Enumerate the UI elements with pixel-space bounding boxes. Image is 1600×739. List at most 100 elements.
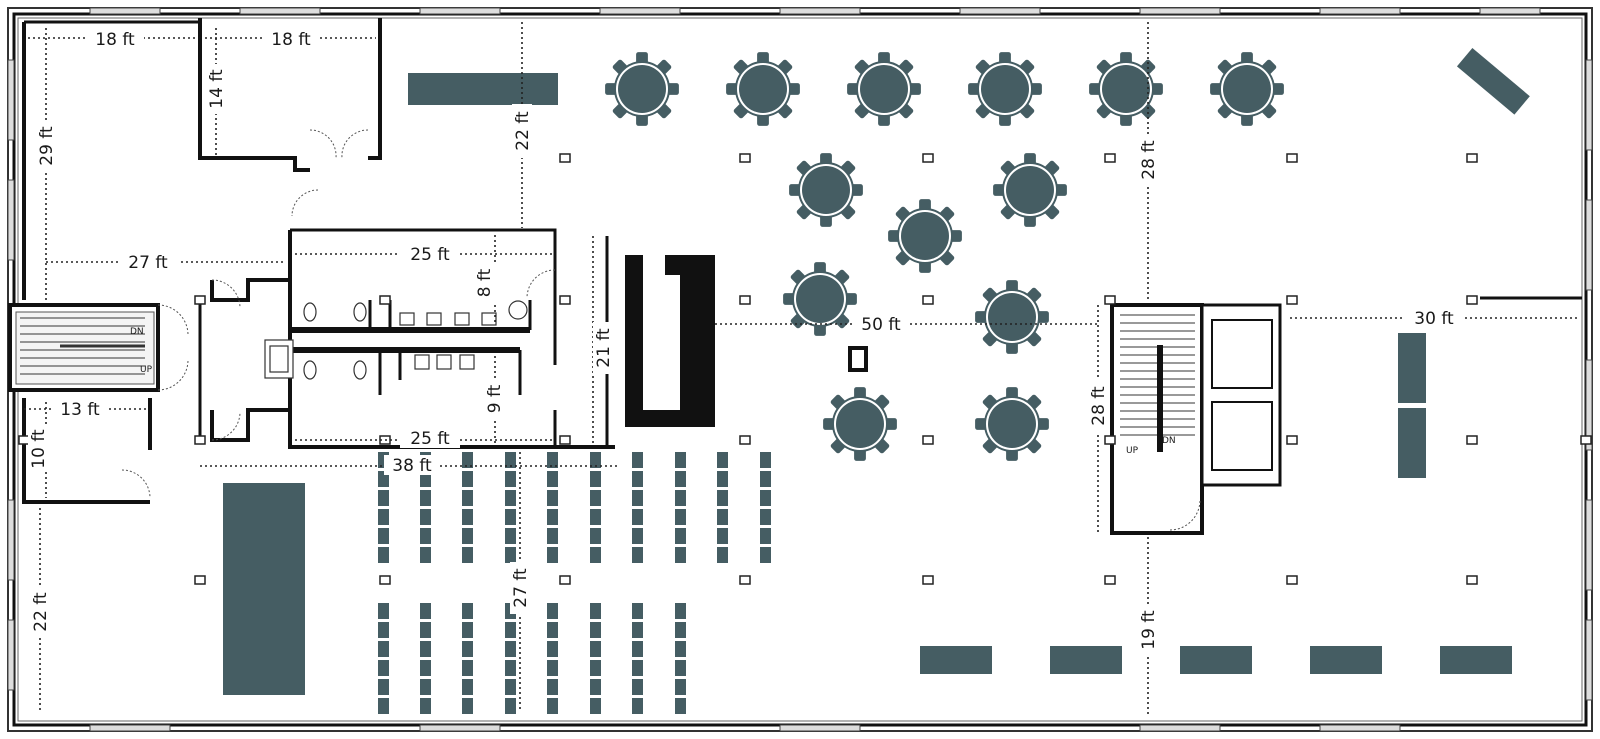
angled-bar-table [1456, 48, 1530, 115]
classroom-desk [760, 471, 771, 487]
classroom-desk [590, 471, 601, 487]
classroom-desk [675, 603, 686, 619]
classroom-desk [590, 679, 601, 695]
round-table [787, 151, 865, 229]
classroom-desk [505, 509, 516, 525]
classroom-desk [675, 698, 686, 714]
classroom-desk [717, 547, 728, 563]
classroom-desk [505, 471, 516, 487]
classroom-desk [378, 452, 389, 468]
column [559, 295, 571, 305]
classroom-desk [632, 547, 643, 563]
classroom-desk [505, 622, 516, 638]
dim-classroom-depth: 27 ft [511, 568, 531, 608]
classroom-desk [760, 528, 771, 544]
column [559, 575, 571, 585]
column [922, 435, 934, 445]
classroom-tables [378, 452, 771, 714]
classroom-desk [462, 641, 473, 657]
classroom-desk [505, 452, 516, 468]
round-table [845, 50, 923, 128]
round-table [603, 50, 681, 128]
classroom-desk [590, 547, 601, 563]
classroom-desk [547, 452, 558, 468]
classroom-desk [590, 490, 601, 506]
structural-columns [18, 153, 1592, 585]
lounge-table-2 [1398, 408, 1426, 478]
classroom-desk [632, 603, 643, 619]
dim-classroom-width: 38 ft [392, 456, 432, 476]
furniture [223, 48, 1530, 714]
dimension-labels: 18 ft 18 ft 14 ft 29 ft 22 ft 27 ft 25 f… [28, 28, 1464, 656]
restroom-fixtures [264, 300, 528, 380]
dim-restroom-top-depth: 8 ft [475, 268, 495, 297]
column [18, 435, 30, 445]
classroom-desk [675, 547, 686, 563]
classroom-desk [378, 603, 389, 619]
classroom-desk [675, 622, 686, 638]
dim-room-a-width: 18 ft [95, 30, 135, 50]
column [1466, 435, 1478, 445]
dim-restroom-top-width: 25 ft [410, 245, 450, 265]
classroom-desk [590, 622, 601, 638]
column [379, 295, 391, 305]
lounge-table-1 [1398, 333, 1426, 403]
column [739, 295, 751, 305]
dim-restroom-bottom-width: 25 ft [410, 429, 450, 449]
classroom-desk [505, 660, 516, 676]
classroom-desk [547, 528, 558, 544]
column [194, 295, 206, 305]
round-table [886, 197, 964, 275]
column [1466, 575, 1478, 585]
classroom-desk [420, 603, 431, 619]
classroom-desk [675, 660, 686, 676]
classroom-desk [462, 452, 473, 468]
column [194, 575, 206, 585]
building-envelope [7, 7, 1593, 732]
classroom-desk [632, 490, 643, 506]
classroom-desk [675, 528, 686, 544]
podium [848, 346, 868, 372]
classroom-desk [547, 490, 558, 506]
round-table [821, 385, 899, 463]
classroom-desk [632, 471, 643, 487]
display-table [223, 483, 305, 695]
classroom-desk [675, 509, 686, 525]
classroom-desk [632, 679, 643, 695]
classroom-desk [675, 490, 686, 506]
dim-lower-left-depth: 22 ft [31, 592, 51, 632]
cocktail-tables [920, 646, 1512, 674]
left-stair-dn-label: DN [130, 327, 144, 337]
dim-lower-right-depth: 19 ft [1139, 610, 1159, 650]
column [739, 435, 751, 445]
column [1580, 435, 1592, 445]
dim-stair-depth: 10 ft [29, 429, 49, 469]
classroom-desk [590, 528, 601, 544]
column [922, 295, 934, 305]
round-table [966, 50, 1044, 128]
classroom-desk [462, 660, 473, 676]
classroom-desk [760, 490, 771, 506]
column [1104, 435, 1116, 445]
stair-labels: DN UP UP DN [130, 327, 1176, 456]
classroom-desk [632, 452, 643, 468]
classroom-desk [420, 641, 431, 657]
classroom-desk [462, 509, 473, 525]
dim-hall-width: 27 ft [128, 253, 168, 273]
classroom-desk [590, 603, 601, 619]
classroom-desk [547, 547, 558, 563]
classroom-desk [590, 660, 601, 676]
column [922, 153, 934, 163]
dim-restroom-bottom-depth: 9 ft [485, 384, 505, 413]
classroom-desk [420, 528, 431, 544]
left-stair-treads [20, 317, 145, 375]
classroom-desk [632, 641, 643, 657]
classroom-desk [378, 509, 389, 525]
column [922, 575, 934, 585]
classroom-desk [590, 698, 601, 714]
column [379, 575, 391, 585]
classroom-desk [505, 641, 516, 657]
classroom-desk [717, 452, 728, 468]
classroom-desk [717, 471, 728, 487]
classroom-desk [420, 547, 431, 563]
